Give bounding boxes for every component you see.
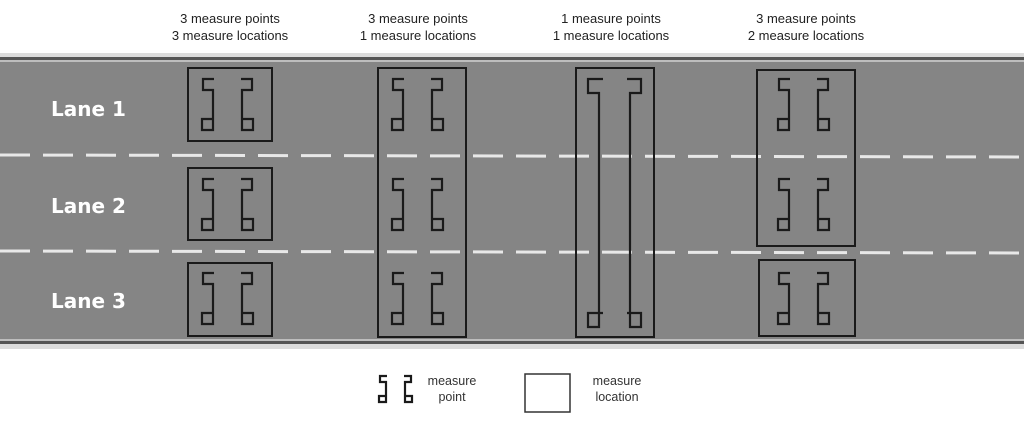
measure-point-icon bbox=[390, 177, 445, 232]
legend-location-label-line1: measure bbox=[593, 374, 642, 388]
measure-point-long-icon bbox=[586, 77, 643, 329]
column-1-layout bbox=[187, 67, 273, 337]
column-2-layout bbox=[377, 67, 467, 338]
measure-point-icon bbox=[200, 77, 255, 132]
measure-point-icon bbox=[776, 177, 831, 232]
column-1-points-label: 3 measure points bbox=[180, 11, 280, 26]
measure-point-icon bbox=[390, 77, 445, 132]
column-4-layout bbox=[756, 69, 856, 337]
measure-location-box bbox=[575, 67, 655, 338]
road-top-edge bbox=[0, 57, 1024, 60]
column-3-layout bbox=[575, 67, 655, 338]
column-4-points-label: 3 measure points bbox=[756, 11, 856, 26]
column-2-points-label: 3 measure points bbox=[368, 11, 468, 26]
legend: measure point measure location bbox=[377, 373, 642, 413]
measure-location-box bbox=[756, 69, 856, 247]
legend-point-label-line2: point bbox=[438, 390, 466, 404]
column-3-locations-label: 1 measure locations bbox=[553, 28, 670, 43]
column-2-locations-label: 1 measure locations bbox=[360, 28, 477, 43]
measure-location-box bbox=[187, 167, 273, 241]
measure-point-icon bbox=[200, 271, 255, 326]
measure-location-box bbox=[377, 67, 467, 338]
road-top-shoulder bbox=[0, 53, 1024, 57]
lane-1-label: Lane 1 bbox=[51, 97, 126, 121]
measure-location-box bbox=[187, 262, 273, 337]
measure-location-box bbox=[758, 259, 856, 337]
column-3-points-label: 1 measure points bbox=[561, 11, 661, 26]
legend-measure-point-icon bbox=[377, 374, 414, 404]
road-bottom-edge-highlight bbox=[0, 339, 1024, 341]
measure-point-icon bbox=[776, 77, 831, 132]
column-headers: 3 measure points 3 measure locations 3 m… bbox=[172, 11, 865, 43]
measure-location-box bbox=[187, 67, 273, 142]
legend-location-label-line2: location bbox=[595, 390, 638, 404]
measure-point-icon bbox=[390, 271, 445, 326]
road-bottom-edge bbox=[0, 341, 1024, 344]
road-bottom-shoulder bbox=[0, 344, 1024, 349]
road-surface bbox=[0, 62, 1024, 341]
column-1-locations-label: 3 measure locations bbox=[172, 28, 289, 43]
legend-measure-location-box bbox=[524, 373, 571, 413]
lane-3-label: Lane 3 bbox=[51, 289, 126, 313]
legend-point-label-line1: measure bbox=[428, 374, 477, 388]
measure-point-icon bbox=[200, 177, 255, 232]
measure-point-icon bbox=[776, 271, 831, 326]
column-4-locations-label: 2 measure locations bbox=[748, 28, 865, 43]
road-top-edge-highlight bbox=[0, 60, 1024, 62]
lane-2-label: Lane 2 bbox=[51, 194, 126, 218]
lane-labels: Lane 1 Lane 2 Lane 3 bbox=[51, 97, 126, 313]
road bbox=[0, 53, 1024, 349]
